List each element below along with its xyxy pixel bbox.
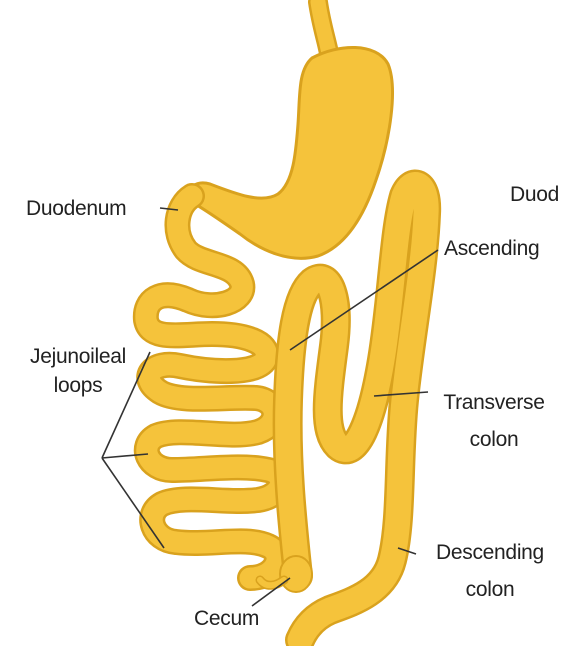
- label-descending-line1: Descending: [416, 540, 564, 565]
- label-jejunoileal-line1: Jejunoileal: [4, 344, 152, 369]
- label-cecum: Cecum: [194, 606, 259, 631]
- label-jejunoileal-line2: loops: [4, 373, 152, 398]
- label-transverse-line1: Transverse: [428, 390, 560, 415]
- cecum: [280, 556, 312, 592]
- label-descending-colon: Descending colon: [416, 540, 564, 602]
- label-descending-line2: colon: [416, 577, 564, 602]
- label-jejunoileal-loops: Jejunoileal loops: [4, 344, 152, 398]
- label-duodenum-cut: Duod: [510, 182, 559, 207]
- label-ascending: Ascending: [444, 236, 539, 261]
- stomach: [188, 47, 393, 258]
- label-transverse-line2: colon: [428, 427, 560, 452]
- label-transverse-colon: Transverse colon: [428, 390, 560, 452]
- label-duodenum: Duodenum: [26, 196, 126, 221]
